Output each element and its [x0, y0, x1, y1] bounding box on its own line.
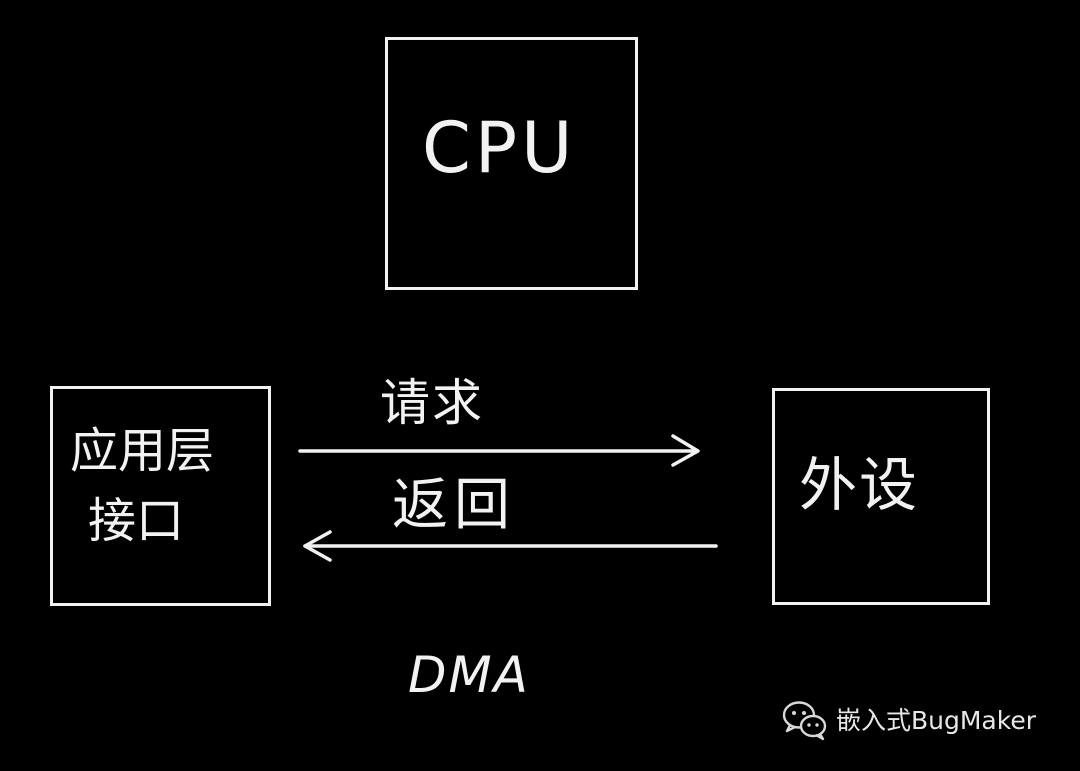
- app-interface-label-line2: 接口: [88, 493, 185, 549]
- return-label: 返回: [392, 473, 516, 538]
- app-interface-box: 应用层 接口: [50, 386, 271, 606]
- return-arrow: [303, 530, 718, 562]
- cpu-label: CPU: [422, 107, 577, 189]
- app-interface-label-line1: 应用层: [70, 423, 215, 479]
- wechat-icon: [782, 701, 827, 741]
- dma-caption: DMA: [408, 646, 530, 704]
- peripheral-label: 外设: [799, 451, 920, 519]
- request-label: 请求: [380, 374, 484, 432]
- watermark-text: 嵌入式BugMaker: [836, 705, 1037, 735]
- cpu-box: CPU: [385, 37, 638, 290]
- watermark: 嵌入式BugMaker: [782, 699, 1036, 741]
- peripheral-box: 外设: [772, 388, 990, 605]
- request-arrow: [298, 434, 700, 467]
